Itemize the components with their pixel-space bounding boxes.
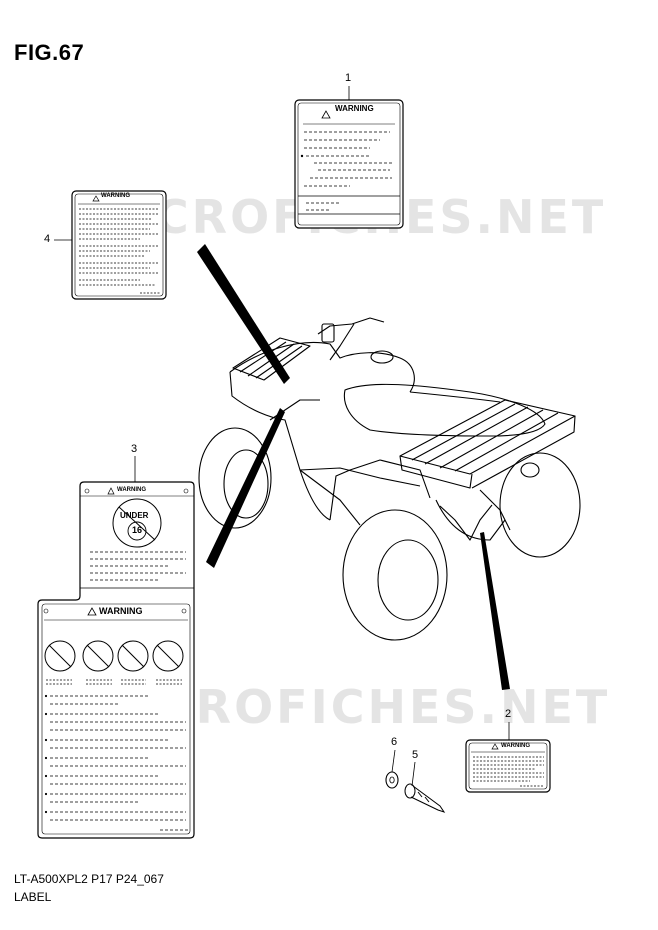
label-2-warning-decal bbox=[465, 739, 551, 793]
atv-line-drawing bbox=[198, 317, 581, 641]
under-16-badge-icon bbox=[112, 498, 162, 548]
callout-2: 2 bbox=[505, 708, 512, 720]
label-3-warning-text: WARNING bbox=[117, 487, 146, 493]
no-helmet-pictogram-icon bbox=[117, 640, 149, 672]
callout-4: 4 bbox=[44, 233, 51, 245]
label-3b-warning-text: WARNING bbox=[99, 606, 143, 616]
callout-1: 1 bbox=[345, 72, 352, 84]
label-3-badge-under: UNDER bbox=[120, 511, 149, 520]
warning-triangle-icon bbox=[491, 743, 499, 750]
section-name: LABEL bbox=[14, 890, 52, 904]
pointer-wedge-label-3 bbox=[206, 408, 285, 568]
label-1-warning-text: WARNING bbox=[335, 104, 374, 113]
warning-triangle-icon bbox=[92, 195, 100, 202]
label-2-warning-text: WARNING bbox=[501, 743, 530, 749]
pointer-wedge-label-2 bbox=[480, 532, 510, 690]
label-3-warning-decal bbox=[37, 481, 195, 839]
warning-triangle-icon bbox=[87, 607, 97, 616]
callout-6: 6 bbox=[391, 736, 398, 748]
no-drinking-pictogram-icon bbox=[82, 640, 114, 672]
model-code: LT-A500XPL2 P17 P24_067 bbox=[14, 872, 164, 886]
label-3-badge-16: 16 bbox=[132, 525, 143, 535]
warning-triangle-icon bbox=[321, 110, 331, 119]
warning-triangle-icon bbox=[107, 487, 115, 495]
callout-3: 3 bbox=[131, 443, 138, 455]
callout-5: 5 bbox=[412, 749, 419, 761]
label-1-warning-decal bbox=[294, 99, 404, 229]
pointer-wedge-label-4 bbox=[197, 244, 290, 384]
no-passenger-pictogram-icon bbox=[44, 640, 76, 672]
part-6-washer bbox=[385, 771, 399, 789]
part-5-rivet bbox=[404, 783, 446, 813]
no-road-pictogram-icon bbox=[152, 640, 184, 672]
label-4-warning-decal bbox=[71, 190, 167, 300]
figure-title: FIG.67 bbox=[14, 40, 85, 65]
label-4-warning-text: WARNING bbox=[101, 193, 130, 199]
